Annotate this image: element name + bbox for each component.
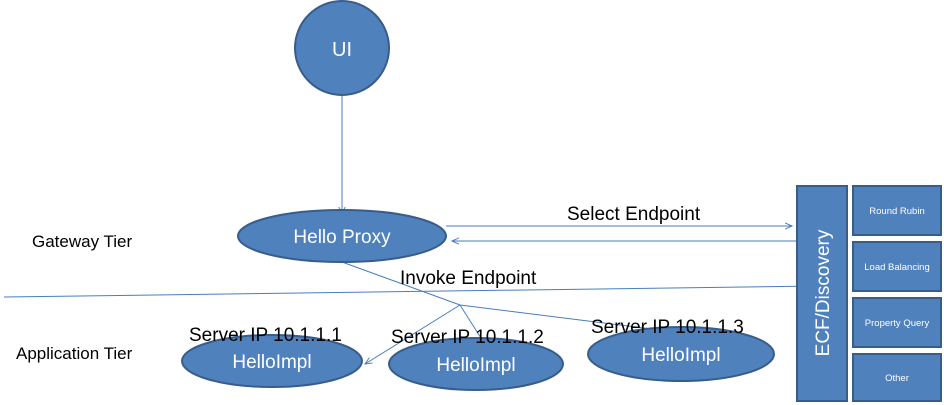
invoke-to-impl-3	[459, 304, 661, 331]
ui-node-label: UI	[332, 39, 352, 61]
strategy-round-robin-label: Round Rubin	[869, 206, 924, 217]
server-ip-label-1: Server IP 10.1.1.1	[189, 325, 342, 346]
tier-divider	[3, 285, 819, 298]
gateway-tier-label: Gateway Tier	[32, 232, 132, 251]
invoke-line	[341, 261, 461, 306]
strategy-other-label: Other	[885, 373, 909, 384]
application-tier-label: Application Tier	[16, 344, 133, 363]
strategy-round-robin[interactable]: Round Rubin	[852, 185, 942, 236]
hello-impl-node-2[interactable]: HelloImpl	[388, 337, 564, 391]
invoke-endpoint-label: Invoke Endpoint	[400, 268, 537, 289]
hello-impl-label: HelloImpl	[436, 355, 515, 376]
select-endpoint-label: Select Endpoint	[567, 204, 701, 225]
server-ip-label-3: Server IP 10.1.1.3	[591, 317, 744, 338]
hello-proxy-label: Hello Proxy	[293, 227, 391, 248]
ecf-discovery-label: ECF/Discovery	[813, 229, 834, 356]
invoke-to-impl-1	[365, 304, 461, 364]
hello-impl-label: HelloImpl	[641, 345, 720, 366]
hello-proxy-node[interactable]: Hello Proxy	[237, 209, 447, 263]
ecf-discovery-box[interactable]: ECF/Discovery	[796, 185, 848, 402]
strategy-property-query-label: Property Query	[865, 318, 930, 329]
strategy-load-balancing[interactable]: Load Balancing	[852, 241, 942, 292]
ui-node[interactable]: UI	[294, 0, 390, 96]
hello-impl-label: HelloImpl	[232, 352, 311, 373]
server-ip-label-2: Server IP 10.1.1.2	[391, 327, 544, 348]
hello-impl-node-1[interactable]: HelloImpl	[181, 334, 363, 388]
strategy-property-query[interactable]: Property Query	[852, 297, 942, 348]
strategy-load-balancing-label: Load Balancing	[864, 262, 930, 273]
strategy-other[interactable]: Other	[852, 353, 942, 402]
hello-impl-node-3[interactable]: HelloImpl	[587, 326, 775, 382]
